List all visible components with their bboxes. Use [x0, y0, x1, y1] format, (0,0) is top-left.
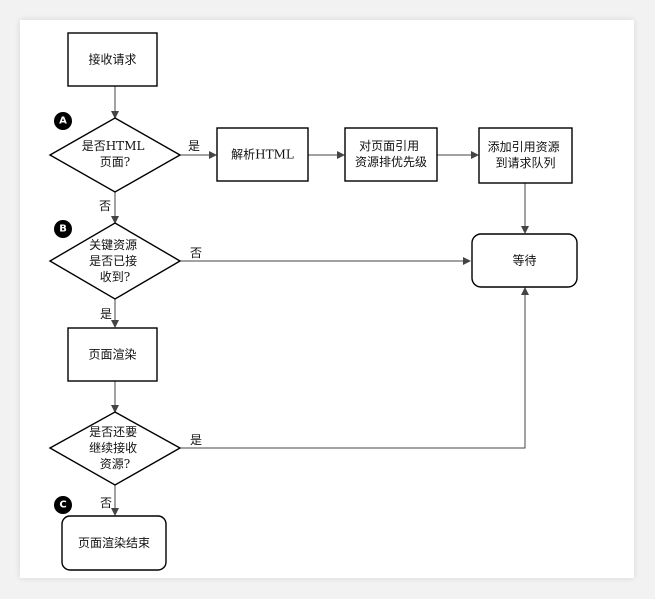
label-critical-no: 否 [190, 246, 202, 260]
node-parse-html-label: 解析HTML [231, 148, 294, 162]
node-enqueue-resources: 添加引用资源 到请求队列 [478, 127, 573, 184]
badge-c: C [54, 496, 72, 514]
node-wait-label: 等待 [512, 254, 536, 268]
edges [111, 86, 529, 516]
badge-b-label: B [59, 224, 67, 235]
flowchart: 接收请求 是否HTML 页面? 解析HTML 对页面引用 资源排优先级 添加引用… [48, 32, 578, 571]
label-continue-no: 否 [100, 496, 112, 510]
node-prioritize-resources: 对页面引用 资源排优先级 [344, 127, 438, 182]
label-html-yes: 是 [188, 139, 200, 153]
label-continue-yes: 是 [190, 433, 202, 447]
label-html-no: 否 [99, 199, 111, 213]
badge-b: B [54, 220, 72, 238]
decision-critical-received-label: 关键资源 是否已接 收到? [89, 238, 141, 284]
badge-c-label: C [59, 500, 66, 511]
label-critical-yes: 是 [100, 307, 112, 321]
decision-is-html-label: 是否HTML 页面? [82, 139, 149, 169]
edge-continue-to-wait [180, 287, 529, 449]
node-parse-html: 解析HTML [216, 127, 309, 182]
node-wait: 等待 [471, 233, 578, 288]
node-render-done-label: 页面渲染结束 [78, 535, 150, 550]
flowchart-canvas: 接收请求 是否HTML 页面? 解析HTML 对页面引用 资源排优先级 添加引用… [20, 20, 634, 578]
decision-is-html: 是否HTML 页面? [48, 117, 182, 193]
node-receive-request: 接收请求 [67, 32, 158, 87]
decision-continue-receiving-label: 是否还要 继续接收 资源? [89, 425, 141, 471]
decision-critical-received: 关键资源 是否已接 收到? [48, 222, 182, 300]
node-render-done: 页面渲染结束 [61, 515, 167, 571]
badge-a: A [54, 112, 72, 130]
node-page-render: 页面渲染 [67, 327, 158, 382]
edge-labels: 是 否 否 是 是 否 [99, 139, 202, 510]
decision-continue-receiving: 是否还要 继续接收 资源? [48, 411, 182, 486]
node-page-render-label: 页面渲染 [88, 347, 136, 362]
node-prioritize-resources-label: 对页面引用 资源排优先级 [355, 139, 427, 169]
node-receive-request-label: 接收请求 [88, 52, 136, 67]
badge-a-label: A [59, 116, 67, 127]
node-enqueue-resources-label: 添加引用资源 到请求队列 [488, 140, 564, 170]
